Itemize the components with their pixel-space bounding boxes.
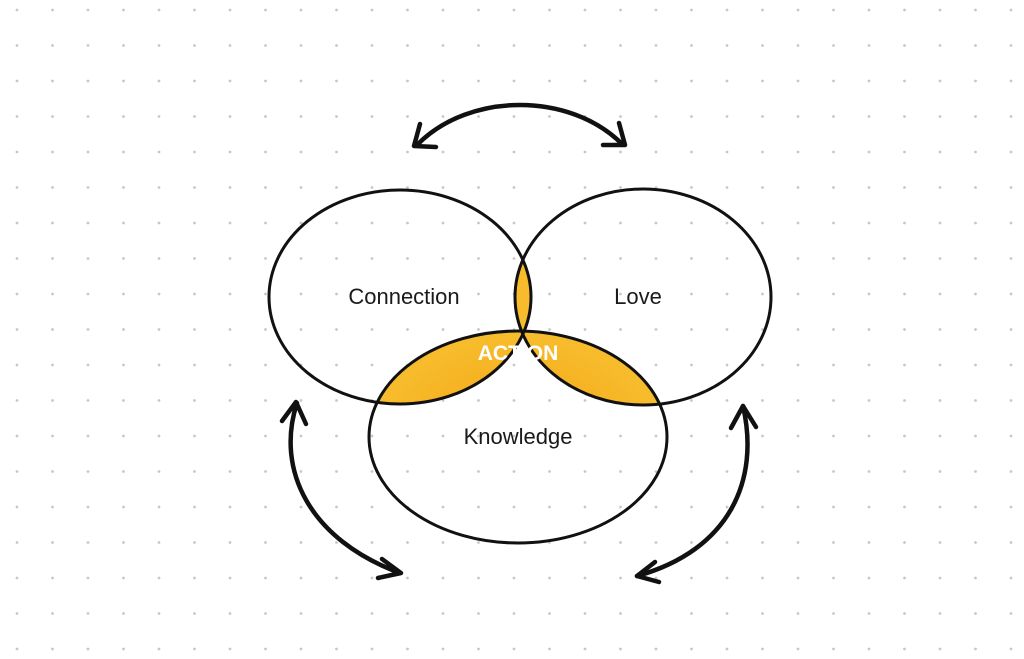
arrow-connection-love bbox=[411, 102, 628, 150]
connection-label: Connection bbox=[348, 284, 459, 309]
connection-circle bbox=[267, 188, 533, 406]
knowledge-circle bbox=[367, 329, 669, 545]
love-label: Love bbox=[614, 284, 662, 309]
action-label: ACTION bbox=[478, 342, 559, 365]
arrow-love-knowledge bbox=[634, 403, 759, 585]
knowledge-label: Knowledge bbox=[464, 424, 573, 449]
arrow-connection-knowledge bbox=[279, 399, 404, 581]
love-circle bbox=[513, 187, 773, 407]
intersection-highlight bbox=[369, 190, 667, 405]
